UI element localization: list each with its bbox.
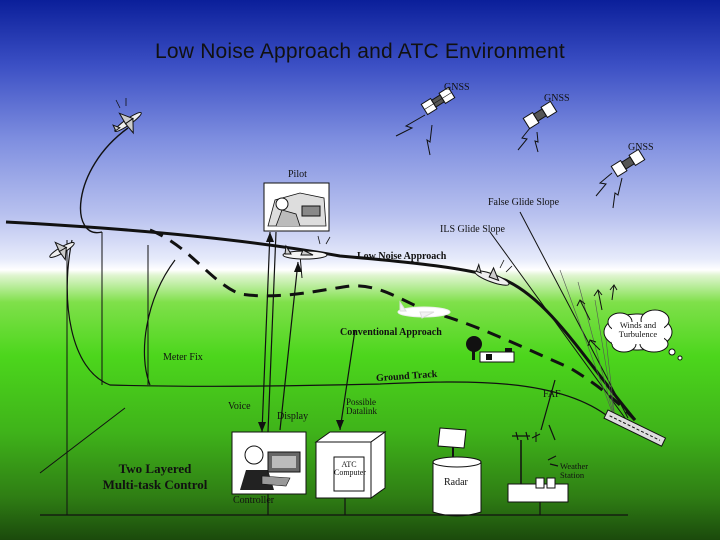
gnss-satellite-2: [522, 100, 558, 130]
low-noise-approach-label: Low Noise Approach: [357, 251, 447, 262]
network-bus: [40, 494, 628, 516]
low-noise-approach-path: [5, 220, 637, 421]
conventional-approach-path: [149, 228, 637, 422]
atc-computer-label: ATC Computer: [334, 460, 366, 478]
communication-links: [261, 231, 556, 441]
tower-building: [466, 336, 515, 363]
weather-station-label: Weather Station: [560, 462, 588, 480]
weather-station-icon: [507, 431, 569, 503]
false-glide-slope-label: False Glide Slope: [488, 197, 560, 208]
pilot-label: Pilot: [288, 169, 307, 180]
winds-label-line2: Turbulence: [618, 328, 658, 339]
atc-computer-line2: Computer: [334, 468, 366, 478]
slide-title: Low Noise Approach and ATC Environment: [155, 40, 565, 63]
radar-icon: [432, 427, 482, 517]
aircraft-conventional-icon: [397, 300, 451, 319]
aircraft-left-icon: [49, 241, 75, 262]
runway: [603, 409, 667, 447]
possible-datalink-line2: Datalink: [346, 406, 377, 417]
gnss-satellite-1: [420, 86, 456, 116]
weather-station-line1: Weather: [560, 461, 589, 471]
winds-cloud: [603, 309, 683, 361]
false-glide-slope-line: [519, 211, 629, 419]
glide-slope-fan: [559, 269, 616, 421]
gnss-label-3: GNSS: [628, 142, 654, 153]
ground-track: [66, 239, 611, 419]
meter-fix-label: Meter Fix: [163, 352, 203, 363]
aircraft-low-noise-icon: [282, 244, 328, 260]
display-label: Display: [277, 411, 309, 422]
atc-computer: [314, 431, 387, 499]
radar-label: Radar: [444, 477, 468, 488]
arrival-curve: [79, 127, 129, 234]
possible-datalink-label: Possible Datalink: [346, 397, 377, 417]
aircraft-descent-icon: [474, 263, 510, 286]
ils-glide-slope-line: [489, 231, 626, 419]
faf-label: FAF: [543, 389, 561, 400]
voice-label: Voice: [228, 401, 251, 412]
wind-arrows: [576, 284, 618, 351]
aircraft-sparkles: [115, 98, 513, 273]
atc-computer-line1: ATC: [341, 460, 357, 469]
pilot-image: [263, 182, 330, 232]
reference-lines: [39, 232, 303, 515]
possible-datalink-line1: Possible: [346, 397, 377, 407]
gnss-satellite-3: [610, 148, 646, 178]
weather-station-line2: Station: [560, 469, 585, 480]
two-layered-control-label: Two Layered Multi-task Control: [90, 461, 220, 494]
winds-label: Winds and Turbulence: [612, 321, 664, 339]
controller-image: [231, 431, 307, 495]
meter-fix-curve: [143, 259, 176, 386]
aircraft-top-icon: [112, 111, 142, 135]
winds-label-line1: Winds and: [619, 320, 657, 330]
gnss-label-2: GNSS: [544, 93, 570, 104]
gnss-label-1: GNSS: [444, 82, 470, 93]
ils-glide-slope-label: ILS Glide Slope: [440, 224, 505, 235]
controller-label: Controller: [233, 495, 275, 506]
link-arrowheads: [258, 232, 344, 432]
conventional-approach-label: Conventional Approach: [340, 327, 442, 338]
two-layered-line2: Multi-task Control: [102, 477, 208, 493]
two-layered-line1: Two Layered: [118, 461, 192, 476]
gnss-signals: [395, 114, 623, 209]
